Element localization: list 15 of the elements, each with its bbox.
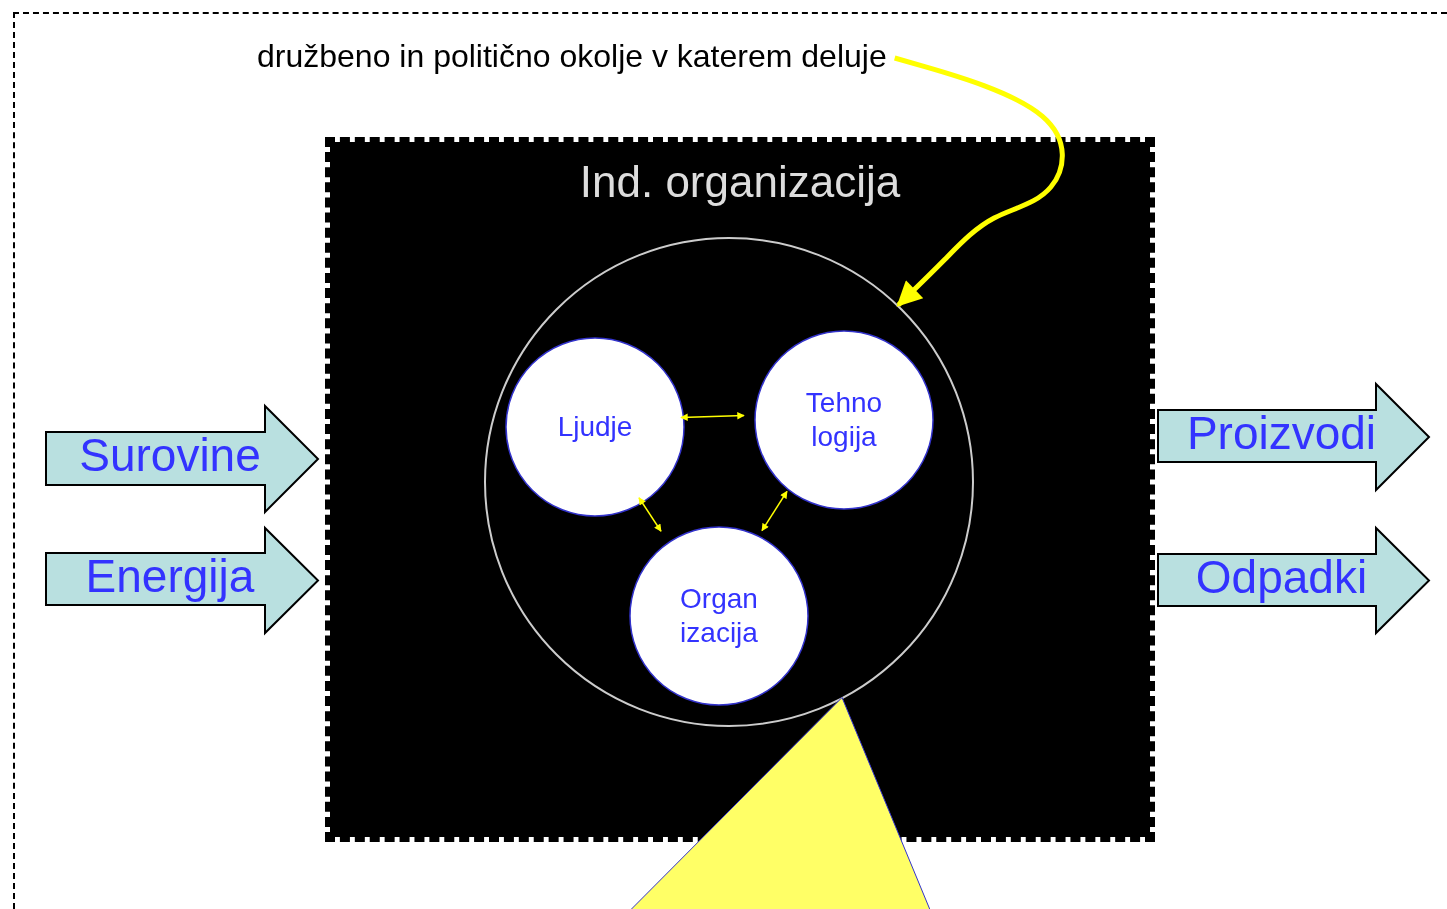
double-arrow (680, 412, 745, 421)
curved-arrow (894, 55, 1065, 307)
annotation-text: družbeno in politično okolje v katerem deluje (257, 38, 887, 82)
arrow-label: Odpadki (1194, 550, 1369, 605)
node-label: Organ izacija (679, 582, 759, 650)
node-label: Ljudje (556, 410, 634, 444)
arrow-label: Energija (84, 549, 256, 604)
arrow-label: Surovine (78, 428, 262, 483)
arrow-label: Proizvodi (1185, 406, 1378, 461)
double-arrow (761, 490, 788, 532)
dashed-frame (13, 12, 1447, 909)
node-label: Tehno logija (804, 386, 884, 454)
box-title: Ind. organizacija (579, 156, 901, 208)
double-arrow (638, 497, 662, 532)
organization-box (325, 137, 1155, 842)
